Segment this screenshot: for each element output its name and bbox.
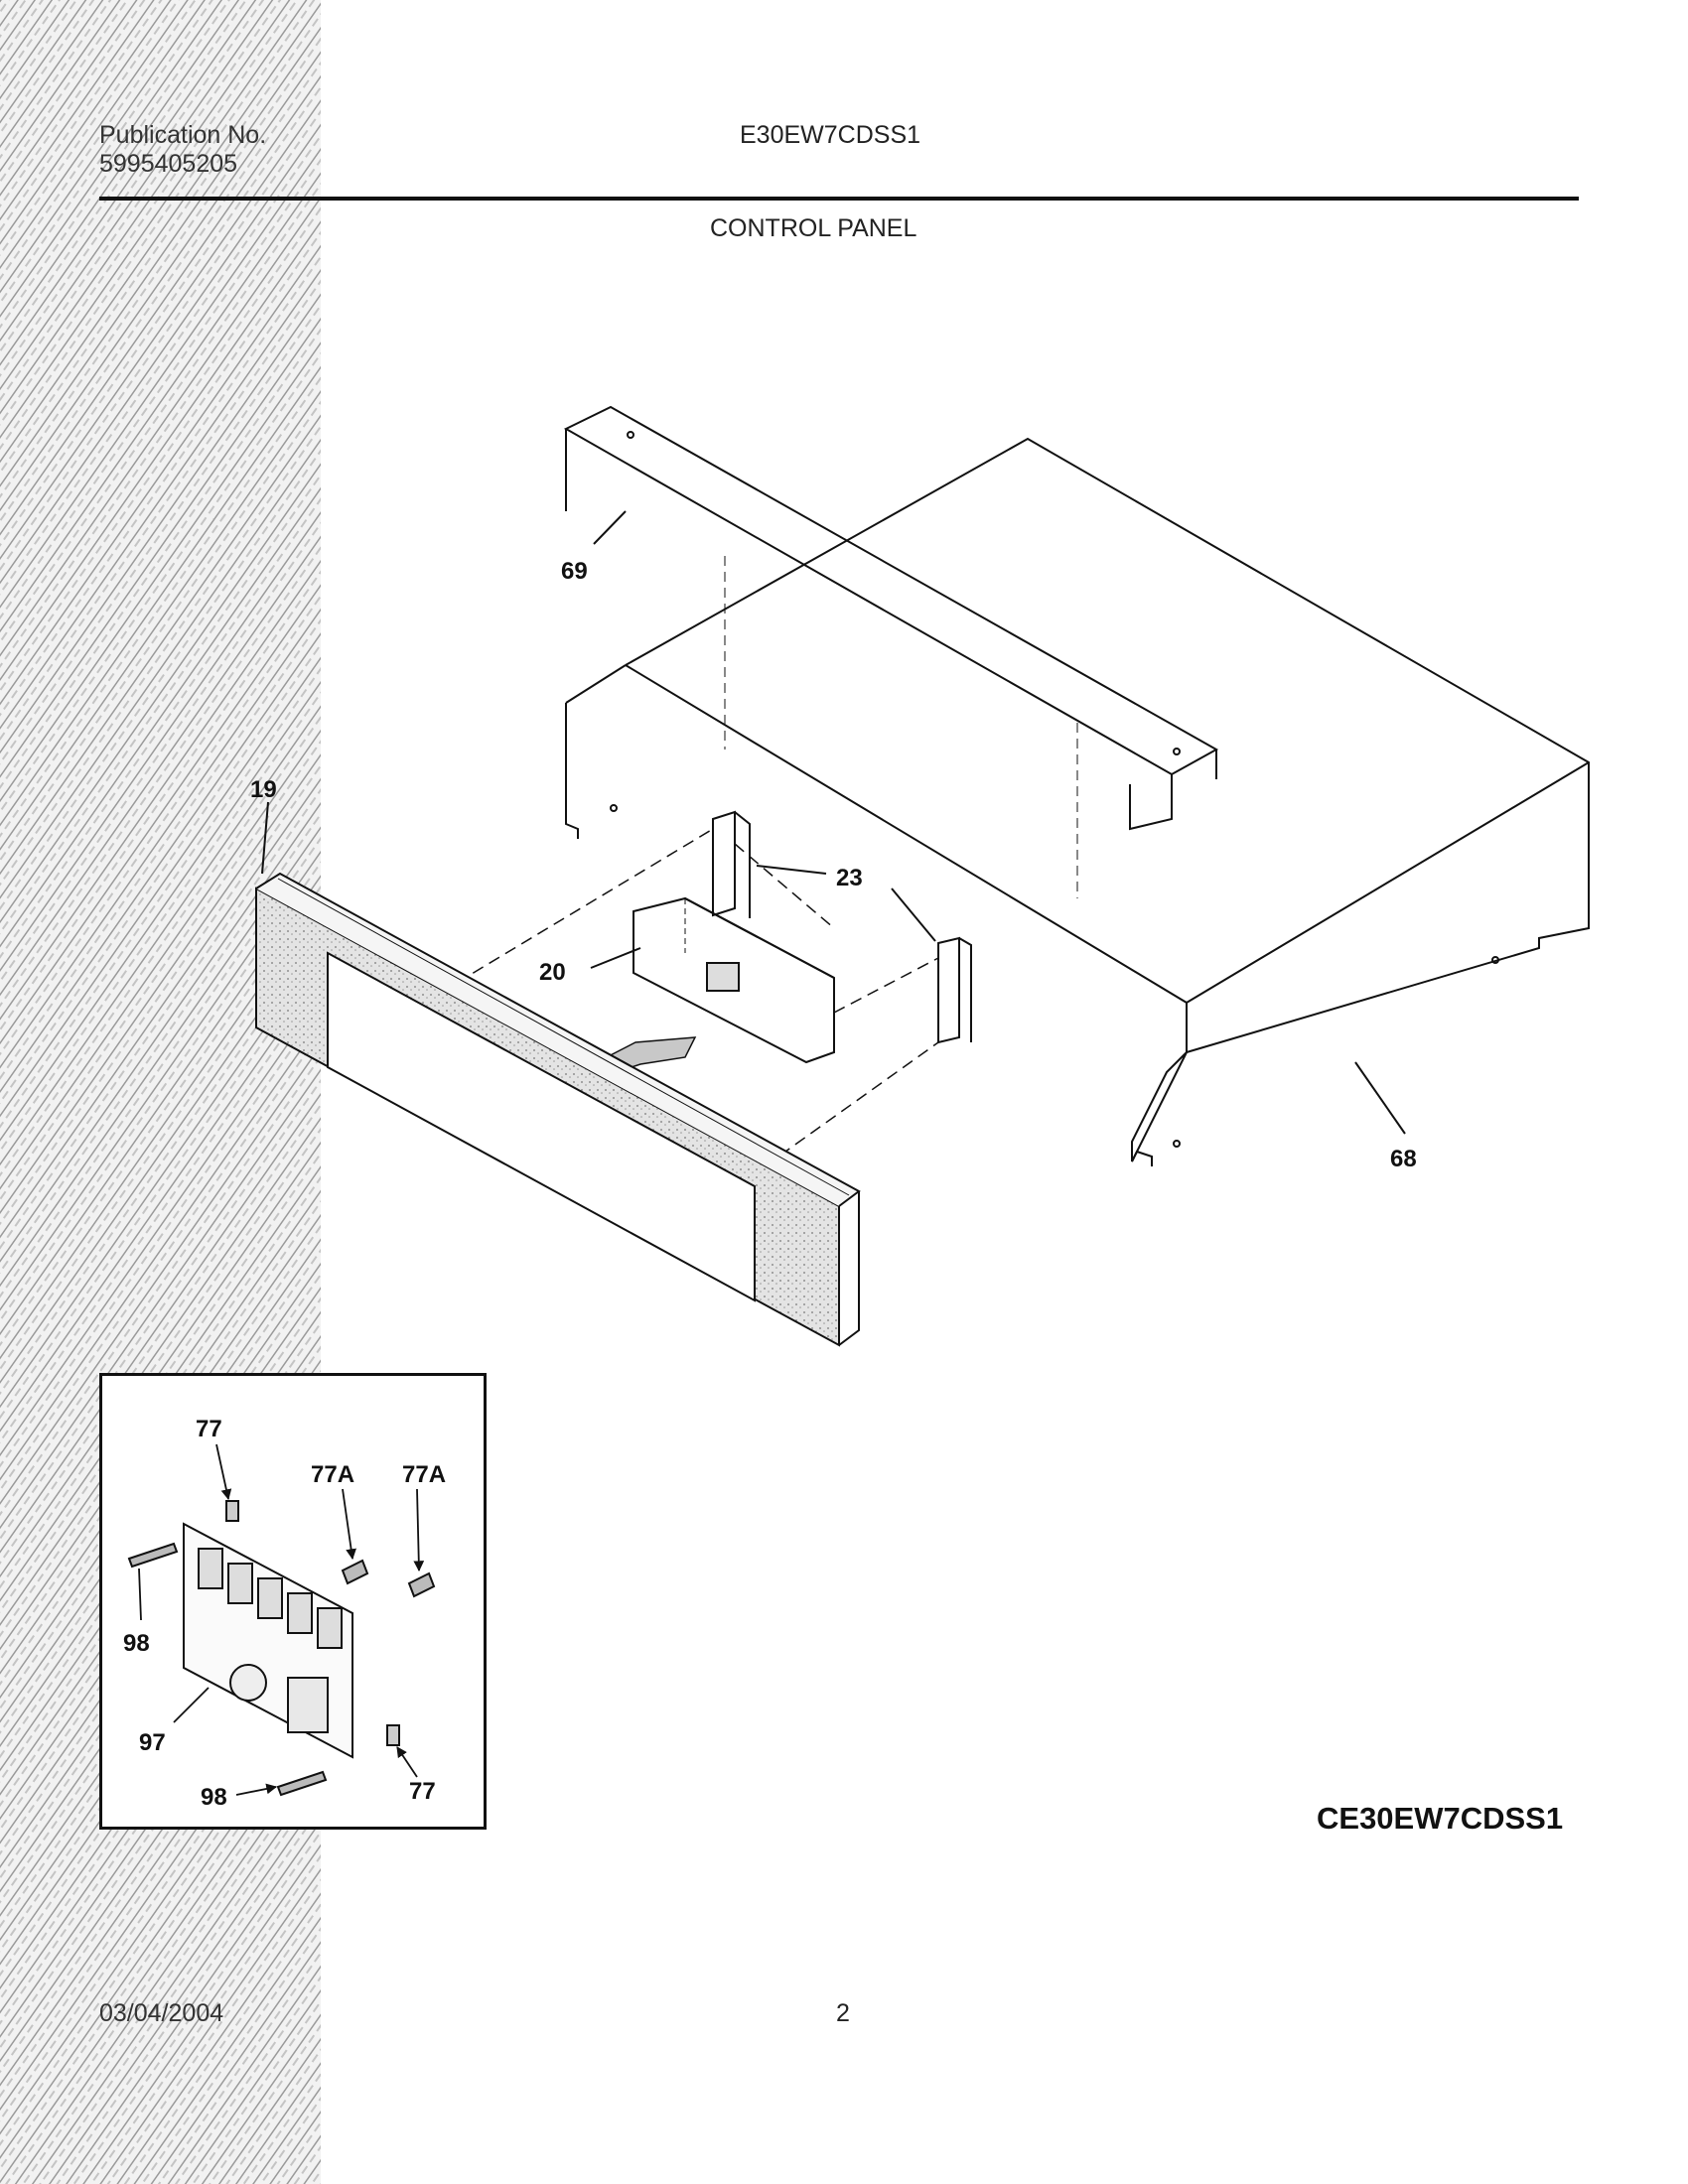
page-number: 2 xyxy=(836,1999,850,2027)
callout-23: 23 xyxy=(836,865,863,891)
model-number-header: E30EW7CDSS1 xyxy=(740,121,921,149)
callout-69: 69 xyxy=(561,558,588,585)
callout-77-top: 77 xyxy=(196,1416,222,1442)
callout-77a-right: 77A xyxy=(402,1461,446,1488)
inset-fasteners xyxy=(127,1500,436,1797)
part-68-cover xyxy=(565,437,1590,1166)
callout-68: 68 xyxy=(1390,1146,1417,1172)
section-title: CONTROL PANEL xyxy=(710,214,917,242)
catalog-code: CE30EW7CDSS1 xyxy=(1317,1801,1564,1836)
part-69-channel xyxy=(563,405,1219,831)
callout-97: 97 xyxy=(139,1729,166,1756)
publication-number: 5995405205 xyxy=(99,150,238,178)
callout-19: 19 xyxy=(250,776,277,803)
inset-leader-lines xyxy=(138,1443,425,1796)
part-20-control-board xyxy=(633,896,835,1064)
footer-date: 03/04/2004 xyxy=(99,1999,224,2027)
callout-20: 20 xyxy=(539,959,566,986)
inset-relay-board xyxy=(183,1522,353,1759)
publication-label: Publication No. xyxy=(99,121,267,149)
part-19-panel xyxy=(255,872,861,1347)
main-leader-lines xyxy=(261,510,1406,1135)
part-23-brackets xyxy=(712,810,972,1044)
callout-77-bottom: 77 xyxy=(409,1778,436,1805)
callout-77a-left: 77A xyxy=(311,1461,354,1488)
header-rule xyxy=(99,197,1579,201)
callout-98-left: 98 xyxy=(123,1630,150,1657)
callout-98-bottom: 98 xyxy=(201,1784,227,1811)
